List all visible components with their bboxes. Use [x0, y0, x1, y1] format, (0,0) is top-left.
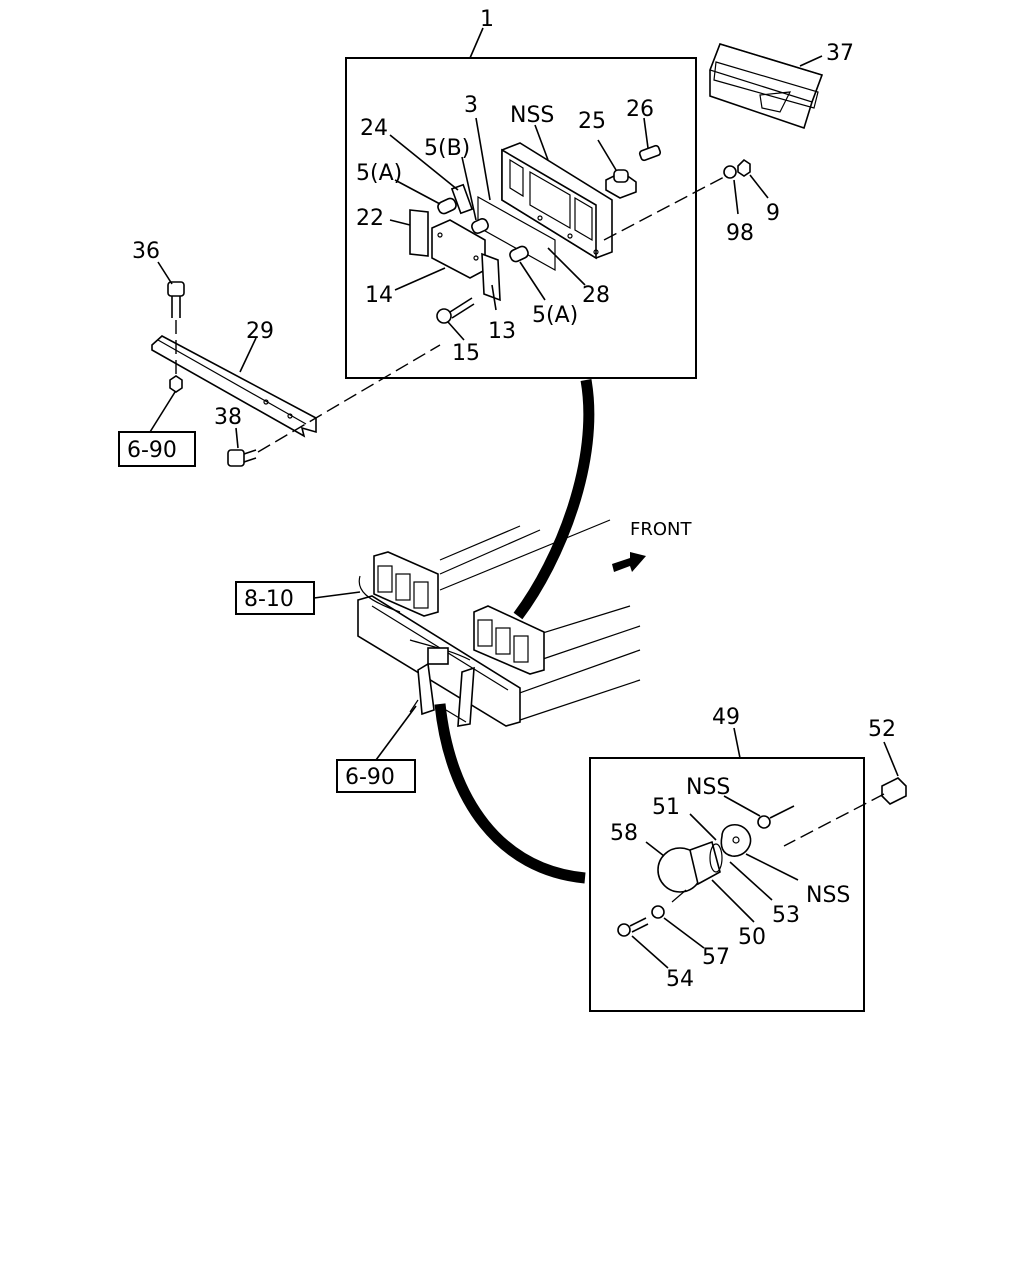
- washer-98: [723, 165, 737, 179]
- cover-37: [709, 43, 824, 130]
- nut-9: [737, 158, 751, 177]
- ref-6-90-bottom-label: 6-90: [345, 765, 395, 790]
- bolt-36: [167, 281, 185, 318]
- screw-26: [638, 144, 662, 162]
- callout-38[interactable]: 38: [214, 405, 242, 430]
- front-label: FRONT: [630, 519, 692, 540]
- bulb-5a-upper: [437, 197, 457, 215]
- leader-upper: [513, 379, 595, 620]
- connector-25: [605, 169, 637, 199]
- bulb-detail-box: [589, 757, 865, 1012]
- callout-3[interactable]: 3: [464, 93, 478, 118]
- wire-nss: [757, 805, 795, 829]
- callout-5a-bottom[interactable]: 5(A): [532, 303, 578, 328]
- callout-9[interactable]: 9: [766, 201, 780, 226]
- callout-29[interactable]: 29: [246, 319, 274, 344]
- nut-36: [169, 375, 183, 393]
- gasket-22: [409, 209, 429, 257]
- ref-6-90-left[interactable]: [118, 431, 196, 467]
- clip-52: [881, 777, 907, 805]
- socket-plate-53: [720, 824, 752, 857]
- lamp-housing: [501, 142, 613, 260]
- callout-22[interactable]: 22: [356, 206, 384, 231]
- bulb-5a-lower: [509, 245, 529, 263]
- callout-nss-bulb[interactable]: NSS: [686, 775, 730, 800]
- gasket-13: [481, 252, 501, 302]
- callout-57[interactable]: 57: [702, 945, 730, 970]
- ref-6-90-left-label: 6-90: [127, 438, 177, 463]
- ref-6-90-bottom[interactable]: [336, 759, 416, 793]
- bolt-38: [227, 449, 257, 467]
- callout-nss-top[interactable]: NSS: [510, 103, 554, 128]
- bracket-29: [151, 335, 317, 438]
- vehicle-rear: [357, 519, 641, 727]
- callout-nss-socket[interactable]: NSS: [806, 883, 850, 908]
- ref-8-10-label: 8-10: [244, 587, 294, 612]
- callout-37[interactable]: 37: [826, 41, 854, 66]
- callout-28[interactable]: 28: [582, 283, 610, 308]
- callout-36[interactable]: 36: [132, 239, 160, 264]
- bulb-58: [657, 840, 723, 893]
- callout-53[interactable]: 53: [772, 903, 800, 928]
- callout-5b[interactable]: 5(B): [424, 136, 470, 161]
- leader-lower: [434, 703, 586, 884]
- callout-98[interactable]: 98: [726, 221, 754, 246]
- callout-1[interactable]: 1: [480, 7, 494, 32]
- screw-15: [436, 297, 475, 324]
- callout-15[interactable]: 15: [452, 341, 480, 366]
- callout-51[interactable]: 51: [652, 795, 680, 820]
- callout-13[interactable]: 13: [488, 319, 516, 344]
- callout-5a-top[interactable]: 5(A): [356, 161, 402, 186]
- bulb-5b: [471, 218, 489, 234]
- screw-54: [617, 917, 649, 937]
- lamp-detail-box: [345, 57, 697, 379]
- callout-14[interactable]: 14: [365, 283, 393, 308]
- socket-24: [450, 183, 474, 215]
- lens-part: [477, 195, 556, 272]
- callout-26[interactable]: 26: [626, 97, 654, 122]
- washer-57: [651, 905, 665, 919]
- callout-54[interactable]: 54: [666, 967, 694, 992]
- callout-58[interactable]: 58: [610, 821, 638, 846]
- callout-24[interactable]: 24: [360, 116, 388, 141]
- callout-50[interactable]: 50: [738, 925, 766, 950]
- front-arrow-icon: [612, 552, 646, 572]
- callout-25[interactable]: 25: [578, 109, 606, 134]
- callout-52[interactable]: 52: [868, 717, 896, 742]
- ref-8-10[interactable]: [235, 581, 315, 615]
- callout-49[interactable]: 49: [712, 705, 740, 730]
